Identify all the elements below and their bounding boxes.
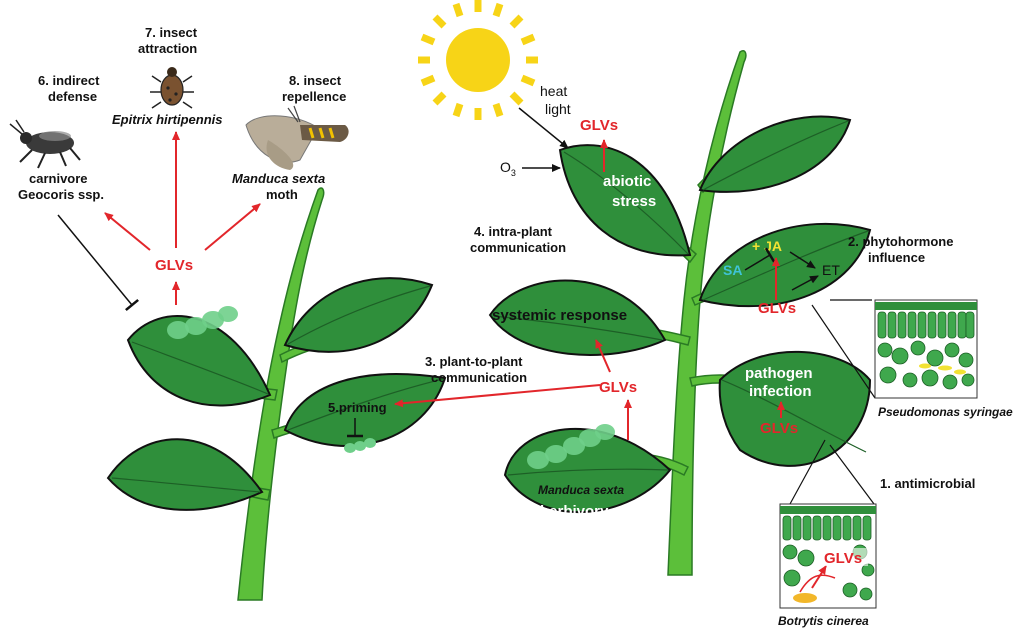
right-plant: systemic response GLVs Manduca sexta her… bbox=[418, 0, 1013, 628]
pathogen-label-2: infection bbox=[749, 383, 812, 400]
arrow-glvs-to-carnivore bbox=[104, 212, 151, 251]
insect-repellence-label-2: repellence bbox=[282, 89, 346, 104]
pathogen-label-1: pathogen bbox=[745, 365, 813, 382]
et-label: ET bbox=[822, 262, 840, 278]
left-leaf-top-right bbox=[283, 277, 434, 353]
right-leaf-herbivory bbox=[503, 427, 672, 514]
right-leaf-systemic bbox=[488, 279, 667, 356]
pseudomonas-label: Pseudomonas syringae bbox=[878, 405, 1013, 419]
arrow-glvs-to-systemic bbox=[595, 339, 611, 373]
arrow-plant-to-plant bbox=[394, 384, 601, 408]
beetle-icon bbox=[150, 67, 194, 109]
right-plant-stem bbox=[667, 50, 747, 576]
left-leaf-bottom bbox=[106, 438, 264, 511]
systemic-response-label: systemic response bbox=[492, 307, 627, 324]
arrow-ja-et bbox=[789, 251, 816, 269]
heat-label: heat bbox=[540, 83, 567, 99]
connector-pseudomonas-2 bbox=[811, 304, 876, 399]
phytohormone-label-2: influence bbox=[868, 250, 925, 265]
inhibit-carnivore-caterpillar bbox=[57, 214, 139, 312]
arrow-glvs-to-moth bbox=[204, 203, 261, 251]
insect-attraction-label-1: 7. insect bbox=[145, 25, 198, 40]
left-leaf-top-left bbox=[126, 315, 272, 407]
bug-icon bbox=[9, 119, 81, 169]
indirect-defense-label-2: defense bbox=[48, 89, 97, 104]
glvs-left-label: GLVs bbox=[155, 257, 193, 274]
plant-to-plant-label-2: communication bbox=[431, 370, 527, 385]
geocoris-label: Geocoris ssp. bbox=[18, 187, 104, 202]
intra-plant-label-2: communication bbox=[470, 240, 566, 255]
botrytis-label: Botrytis cinerea bbox=[778, 614, 869, 628]
intra-plant-label-1: 4. intra-plant bbox=[474, 224, 553, 239]
o3-label: O3 bbox=[500, 159, 516, 178]
sun-icon bbox=[418, 0, 538, 120]
carnivore-label: carnivore bbox=[29, 171, 88, 186]
caterpillar-herbivory-icon bbox=[527, 424, 615, 469]
light-label: light bbox=[545, 101, 571, 117]
abiotic-label-1: abiotic bbox=[603, 173, 651, 190]
glvs-center-label: GLVs bbox=[599, 379, 637, 396]
pseudomonas-cell-panel bbox=[874, 299, 978, 399]
manduca-herbivore-label: Manduca sexta bbox=[538, 483, 624, 497]
inhibit-sa-ja bbox=[744, 247, 776, 271]
caterpillar-small-icon bbox=[344, 438, 376, 453]
glvs-hormone-label: GLVs bbox=[758, 300, 796, 317]
glvs-top-label: GLVs bbox=[580, 117, 618, 134]
arrow-glvs-et bbox=[791, 275, 819, 291]
antimicrobial-label: 1. antimicrobial bbox=[880, 476, 975, 491]
ja-label: + JA bbox=[752, 238, 782, 254]
arrow-heat-light bbox=[518, 107, 569, 149]
moth-icon bbox=[245, 105, 349, 170]
priming-label: 5.priming bbox=[328, 400, 387, 415]
glvs-micro-label: GLVs bbox=[824, 550, 862, 567]
phytohormone-label-1: 2. phytohormone bbox=[848, 234, 953, 249]
connector-botrytis-2 bbox=[829, 444, 875, 505]
sa-label: SA bbox=[723, 262, 742, 278]
manduca-moth-label: Manduca sexta bbox=[232, 171, 325, 186]
plant-to-plant-label-1: 3. plant-to-plant bbox=[425, 354, 523, 369]
insect-attraction-label-2: attraction bbox=[138, 41, 197, 56]
connector-botrytis-1 bbox=[789, 439, 826, 505]
indirect-defense-label-1: 6. indirect bbox=[38, 73, 100, 88]
epitrix-label: Epitrix hirtipennis bbox=[112, 112, 223, 127]
left-plant: GLVs 6. indirect defense 7. insect attra… bbox=[9, 25, 447, 601]
moth-label: moth bbox=[266, 187, 298, 202]
insect-repellence-label-1: 8. insect bbox=[289, 73, 342, 88]
botrytis-cell-panel: GLVs bbox=[779, 503, 877, 609]
abiotic-label-2: stress bbox=[612, 193, 656, 210]
arrow-micro-glvs bbox=[811, 565, 827, 589]
right-leaf-hormone bbox=[698, 222, 872, 308]
right-leaf-pathogen bbox=[718, 350, 872, 467]
caterpillar-icon bbox=[167, 306, 238, 339]
herbivory-label: herbivory bbox=[540, 503, 609, 520]
glvs-pathogen-label: GLVs bbox=[760, 420, 798, 437]
